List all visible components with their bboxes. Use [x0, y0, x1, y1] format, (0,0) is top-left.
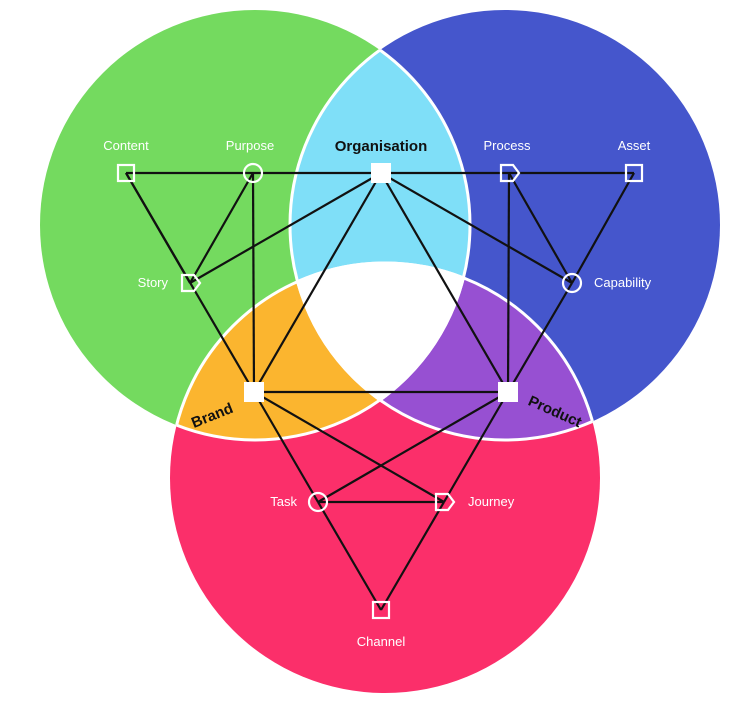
- edge-process-capability: [508, 172, 573, 284]
- asset-label: Asset: [618, 138, 651, 153]
- edge-group: [125, 171, 635, 611]
- blue-boundary-red: [288, 263, 600, 442]
- organisation-node-filled-square-icon: [371, 163, 391, 183]
- edge-purpose-story: [189, 172, 254, 284]
- organisation-label: Organisation: [335, 138, 428, 155]
- process-label: Process: [484, 138, 531, 153]
- story-node-pentagon-tag-icon: [180, 273, 202, 293]
- purpose-node-circle-icon: [242, 162, 264, 184]
- edge-product-task: [317, 391, 509, 503]
- brand-overlap: [170, 263, 470, 440]
- edge-journey-channel: [380, 501, 445, 611]
- task-label: Task: [270, 494, 297, 509]
- channel-node-square-icon: [371, 600, 391, 620]
- edge-purpose-brand: [251, 172, 256, 393]
- product-node-filled-square-icon: [498, 382, 518, 402]
- content-label: Content: [103, 138, 149, 153]
- asset-node-square-icon: [624, 163, 644, 183]
- edge-story-organisation: [189, 172, 382, 284]
- edge-brand-journey: [253, 391, 445, 503]
- edge-process-product: [506, 172, 511, 393]
- edge-task-channel: [317, 501, 382, 611]
- edge-brand-task: [253, 391, 319, 503]
- edge-asset-capability: [571, 172, 635, 284]
- product-overlap: [290, 263, 600, 440]
- channel-label: Channel: [357, 634, 406, 649]
- edge-organisation-brand: [253, 172, 382, 393]
- edge-organisation-capability: [380, 172, 573, 284]
- red-boundary-blue: [290, 261, 602, 440]
- purpose-label: Purpose: [226, 138, 274, 153]
- capability-label: Capability: [594, 275, 652, 290]
- edge-organisation-product: [380, 172, 509, 393]
- story-label: Story: [138, 275, 169, 290]
- edge-product-journey: [443, 391, 509, 503]
- process-node-pentagon-tag-icon: [499, 163, 521, 183]
- capability-node-circle-icon: [561, 272, 583, 294]
- task-node-circle-icon: [307, 491, 329, 513]
- green-boundary-red: [170, 263, 472, 442]
- brand-node-filled-square-icon: [244, 382, 264, 402]
- journey-label: Journey: [468, 494, 515, 509]
- edge-capability-product: [507, 282, 573, 393]
- journey-node-pentagon-tag-icon: [434, 492, 456, 512]
- content-node-square-icon: [116, 163, 136, 183]
